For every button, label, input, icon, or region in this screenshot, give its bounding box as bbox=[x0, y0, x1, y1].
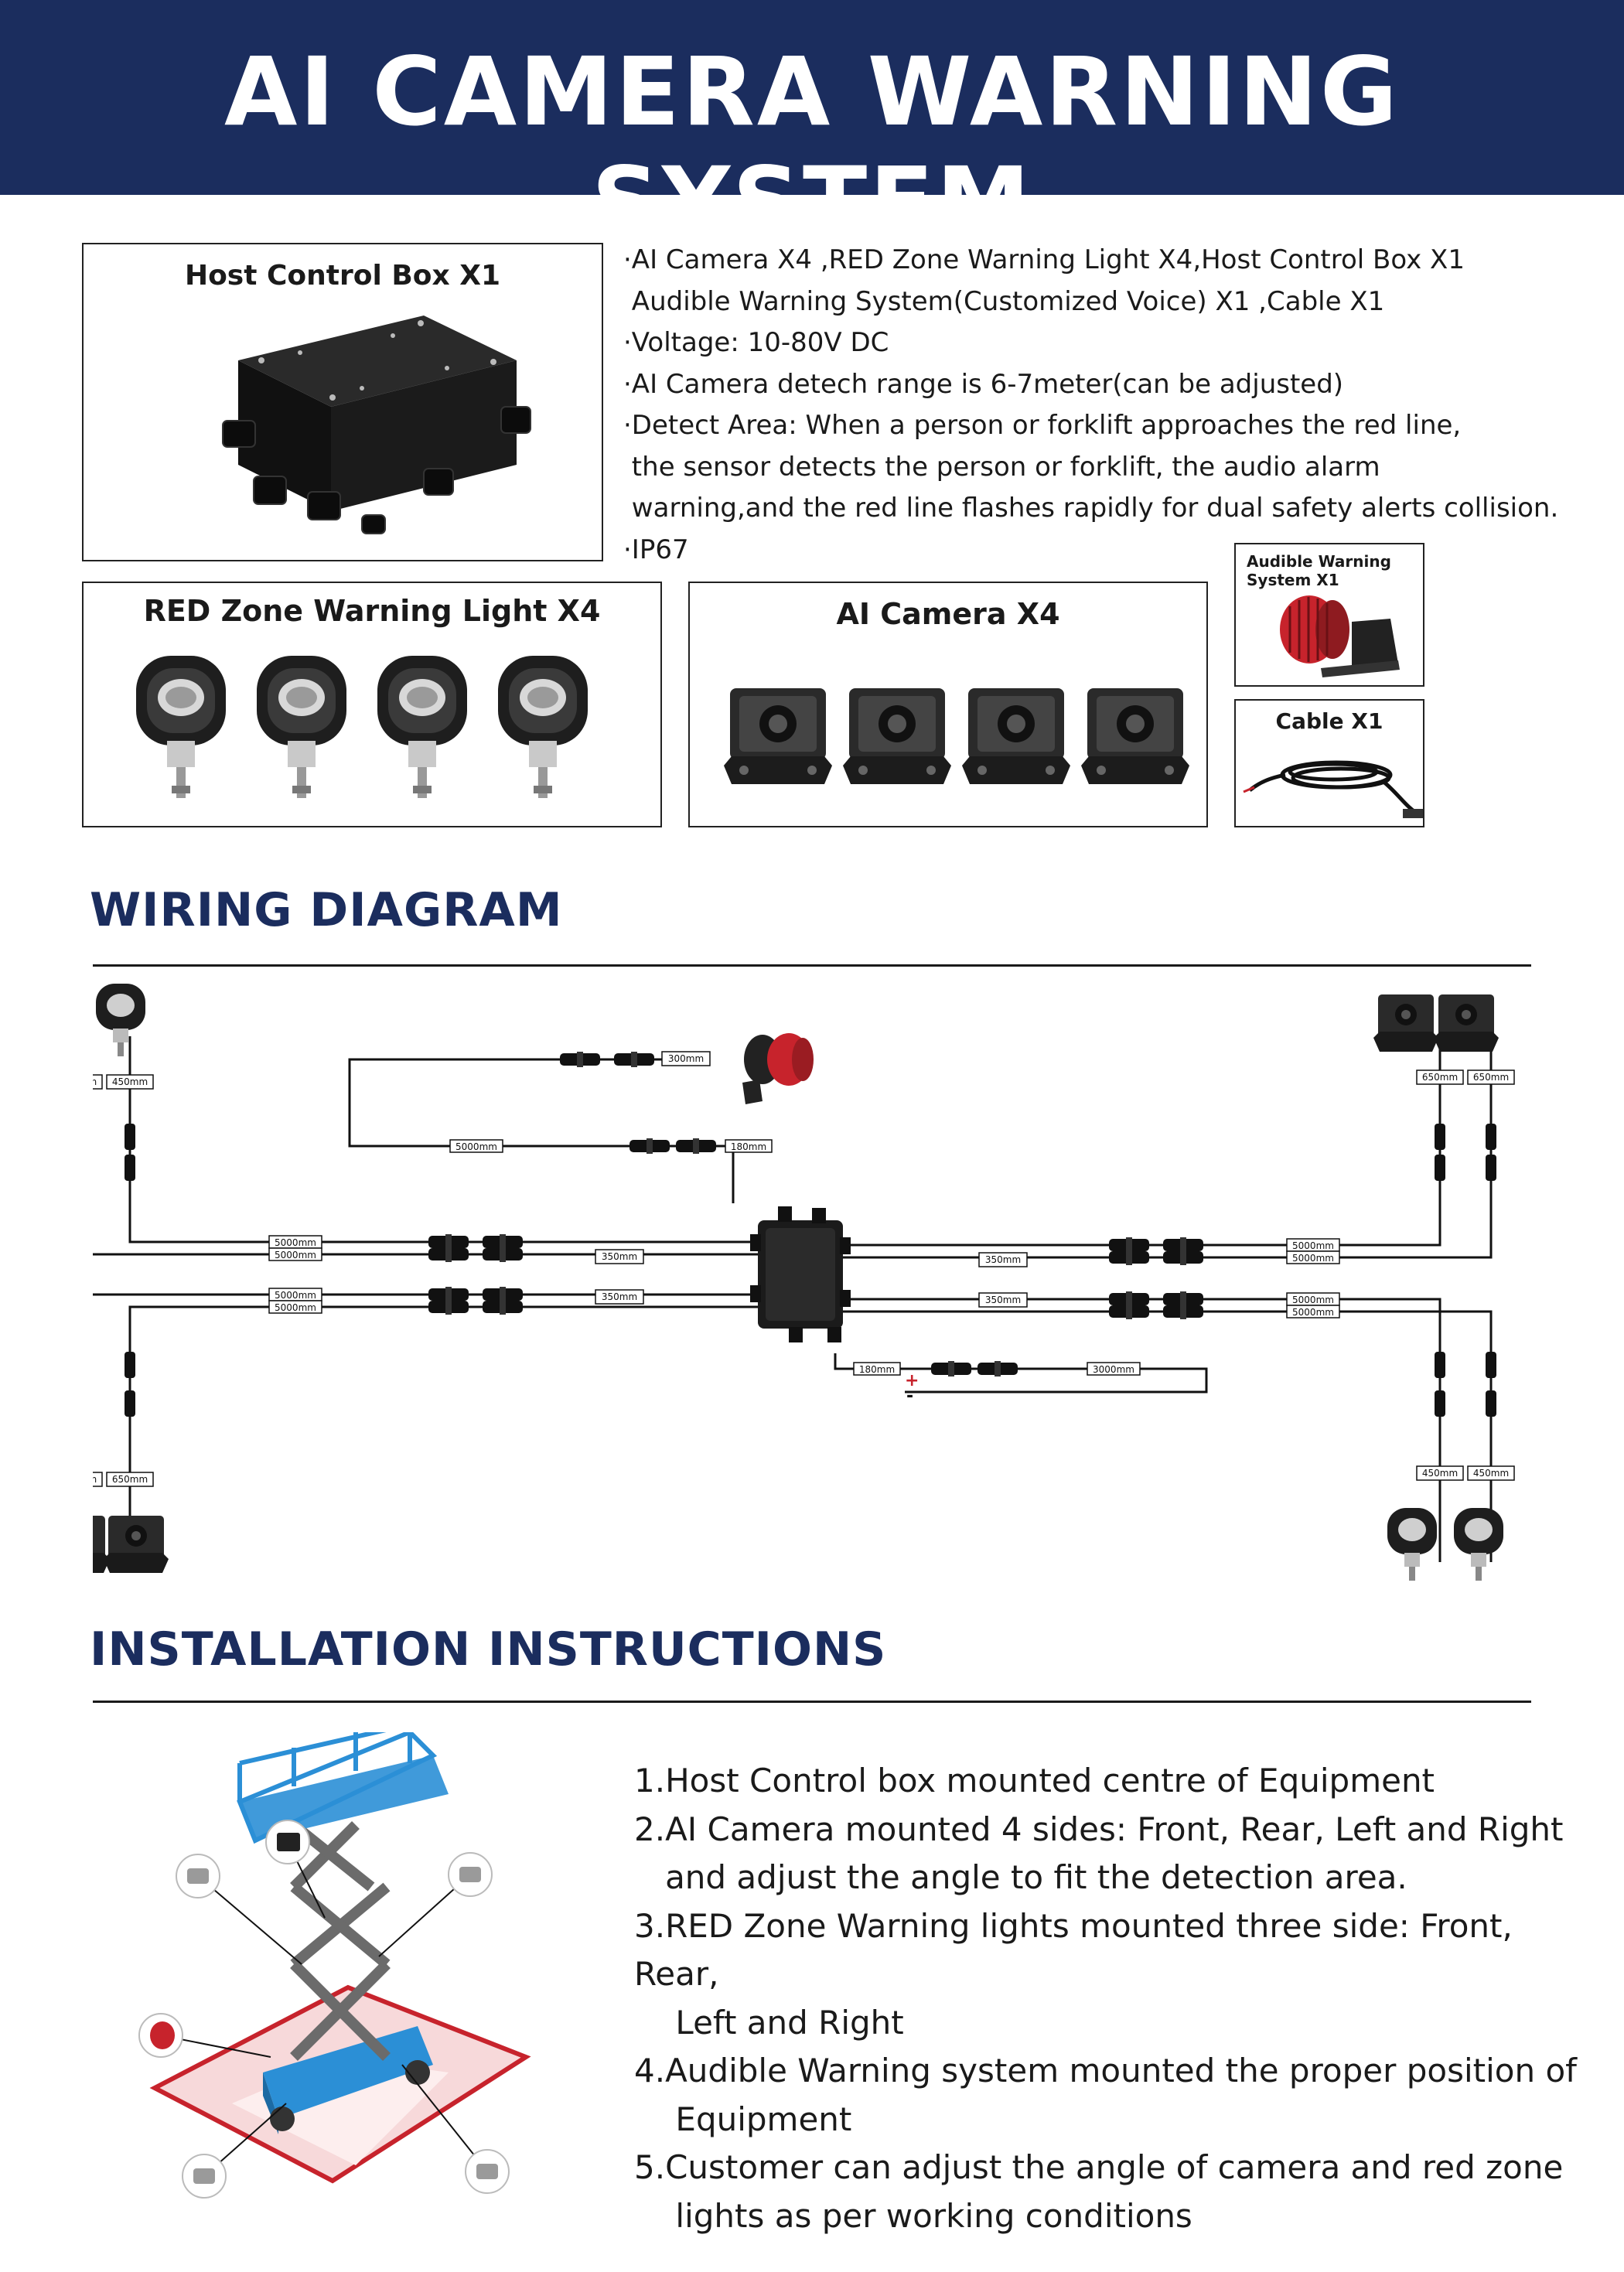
length-label: 450mm bbox=[93, 1074, 103, 1090]
installation-step: Equipment bbox=[634, 2100, 852, 2138]
svg-text:450mm: 450mm bbox=[112, 1076, 148, 1087]
svg-text:350mm: 350mm bbox=[602, 1251, 637, 1262]
length-label: 350mm bbox=[595, 1289, 644, 1305]
feature-item: ·IP67 bbox=[623, 534, 689, 565]
buzzer-image bbox=[1280, 595, 1400, 677]
feature-item: Audible Warning System(Customized Voice)… bbox=[623, 285, 1385, 317]
length-label: 180mm bbox=[725, 1139, 773, 1153]
installation-title: INSTALLATION INSTRUCTIONS bbox=[90, 1622, 887, 1677]
installation-step: 3.RED Zone Warning lights mounted three … bbox=[634, 1906, 1523, 1994]
length-label: 5000mm bbox=[449, 1139, 503, 1153]
length-label: 5000mm bbox=[1286, 1238, 1340, 1252]
svg-text:+: + bbox=[905, 1371, 919, 1390]
svg-text:3000mm: 3000mm bbox=[1093, 1364, 1134, 1375]
installation-step: 5.Customer can adjust the angle of camer… bbox=[634, 2148, 1564, 2186]
wiring-diagram: + - 450mm 450mm 650mm 650mm 650mm 650mm bbox=[93, 984, 1515, 1581]
svg-text:650mm: 650mm bbox=[1473, 1072, 1509, 1083]
svg-text:5000mm: 5000mm bbox=[455, 1141, 497, 1152]
host-control-box-title: Host Control Box X1 bbox=[184, 260, 501, 292]
length-label: 450mm bbox=[1416, 1465, 1464, 1481]
svg-text:650mm: 650mm bbox=[93, 1474, 97, 1485]
length-label: 5000mm bbox=[1286, 1292, 1340, 1306]
length-label: 450mm bbox=[1467, 1465, 1515, 1481]
feature-item: warning,and the red line flashes rapidly… bbox=[623, 493, 1559, 524]
installation-step: Left and Right bbox=[634, 2003, 904, 2042]
svg-text:-: - bbox=[906, 1387, 913, 1406]
svg-text:350mm: 350mm bbox=[985, 1295, 1021, 1305]
svg-text:650mm: 650mm bbox=[1422, 1072, 1458, 1083]
svg-text:5000mm: 5000mm bbox=[1292, 1253, 1334, 1264]
cable-image bbox=[1243, 760, 1423, 818]
red-zone-light-panel: RED Zone Warning Light X4 bbox=[82, 582, 662, 827]
length-label: 5000mm bbox=[268, 1235, 322, 1249]
control-box-image bbox=[222, 316, 531, 534]
svg-text:650mm: 650mm bbox=[112, 1474, 148, 1485]
svg-text:180mm: 180mm bbox=[731, 1141, 766, 1152]
red-zone-light-title: RED Zone Warning Light X4 bbox=[143, 594, 601, 628]
wiring-diagram-title: WIRING DIAGRAM bbox=[90, 883, 563, 937]
title-banner: AI CAMERA WARNING SYSTEM bbox=[0, 0, 1624, 257]
svg-text:450mm: 450mm bbox=[93, 1076, 97, 1087]
length-label: 350mm bbox=[978, 1252, 1028, 1267]
svg-text:450mm: 450mm bbox=[1422, 1468, 1458, 1479]
length-label: 5000mm bbox=[268, 1300, 322, 1314]
length-label: 5000mm bbox=[1286, 1305, 1340, 1319]
diagram-buzzer bbox=[742, 1033, 814, 1104]
svg-text:350mm: 350mm bbox=[602, 1291, 637, 1302]
svg-text:5000mm: 5000mm bbox=[275, 1302, 316, 1313]
length-label: 350mm bbox=[595, 1249, 644, 1264]
installation-step: and adjust the angle to fit the detectio… bbox=[634, 1858, 1407, 1896]
svg-text:5000mm: 5000mm bbox=[275, 1237, 316, 1248]
ai-camera-panel: AI Camera X4 bbox=[688, 582, 1208, 827]
ai-camera-title: AI Camera X4 bbox=[836, 597, 1060, 631]
length-label: 3000mm bbox=[1087, 1362, 1141, 1376]
length-label: 5000mm bbox=[1286, 1250, 1340, 1264]
svg-text:5000mm: 5000mm bbox=[275, 1250, 316, 1261]
length-label: 450mm bbox=[106, 1074, 154, 1090]
length-label: 650mm bbox=[93, 1472, 103, 1487]
svg-text:5000mm: 5000mm bbox=[1292, 1307, 1334, 1318]
length-label: 180mm bbox=[853, 1362, 901, 1376]
feature-item: ·AI Camera detech range is 6-7meter(can … bbox=[623, 368, 1344, 400]
cable-panel: Cable X1 bbox=[1234, 699, 1424, 827]
svg-text:5000mm: 5000mm bbox=[275, 1290, 316, 1301]
svg-text:5000mm: 5000mm bbox=[1292, 1295, 1334, 1305]
page-title: AI CAMERA WARNING SYSTEM bbox=[223, 37, 1400, 257]
length-label: 650mm bbox=[106, 1472, 154, 1487]
feature-item: the sensor detects the person or forklif… bbox=[623, 451, 1380, 483]
length-label: 650mm bbox=[1467, 1069, 1515, 1085]
length-label: 650mm bbox=[1416, 1069, 1464, 1085]
length-label: 300mm bbox=[661, 1051, 711, 1066]
installation-step: 1.Host Control box mounted centre of Equ… bbox=[634, 1762, 1435, 1800]
cameras-image bbox=[724, 688, 1189, 784]
length-label: 5000mm bbox=[268, 1247, 322, 1261]
svg-text:5000mm: 5000mm bbox=[1292, 1240, 1334, 1251]
audible-warning-title-line1: Audible Warning bbox=[1247, 552, 1391, 571]
audible-warning-title-line2: System X1 bbox=[1247, 571, 1339, 589]
svg-text:350mm: 350mm bbox=[985, 1254, 1021, 1265]
svg-text:300mm: 300mm bbox=[668, 1053, 704, 1064]
feature-list: ·AI Camera X4 ,RED Zone Warning Light X4… bbox=[623, 240, 1582, 571]
wiring-divider bbox=[93, 964, 1531, 967]
installation-step: lights as per working conditions bbox=[634, 2196, 1192, 2235]
warning-lights-image bbox=[136, 656, 588, 798]
feature-item: ·Voltage: 10-80V DC bbox=[623, 327, 889, 358]
installation-step: 4.Audible Warning system mounted the pro… bbox=[634, 2052, 1577, 2089]
feature-item: ·AI Camera X4 ,RED Zone Warning Light X4… bbox=[623, 244, 1465, 275]
installation-step: 2.AI Camera mounted 4 sides: Front, Rear… bbox=[634, 1810, 1564, 1848]
cable-title: Cable X1 bbox=[1275, 708, 1383, 734]
svg-text:180mm: 180mm bbox=[859, 1364, 895, 1375]
scissor-lift-illustration bbox=[138, 1732, 531, 2199]
length-label: 350mm bbox=[978, 1292, 1028, 1308]
audible-warning-panel: Audible Warning System X1 bbox=[1234, 543, 1424, 687]
host-control-box-panel: Host Control Box X1 bbox=[82, 243, 603, 561]
feature-item: ·Detect Area: When a person or forklift … bbox=[623, 410, 1462, 441]
installation-divider bbox=[93, 1701, 1531, 1703]
diagram-control-box bbox=[750, 1206, 851, 1342]
svg-text:450mm: 450mm bbox=[1473, 1468, 1509, 1479]
length-label: 5000mm bbox=[268, 1288, 322, 1301]
installation-steps: 1.Host Control box mounted centre of Equ… bbox=[634, 1757, 1593, 2240]
